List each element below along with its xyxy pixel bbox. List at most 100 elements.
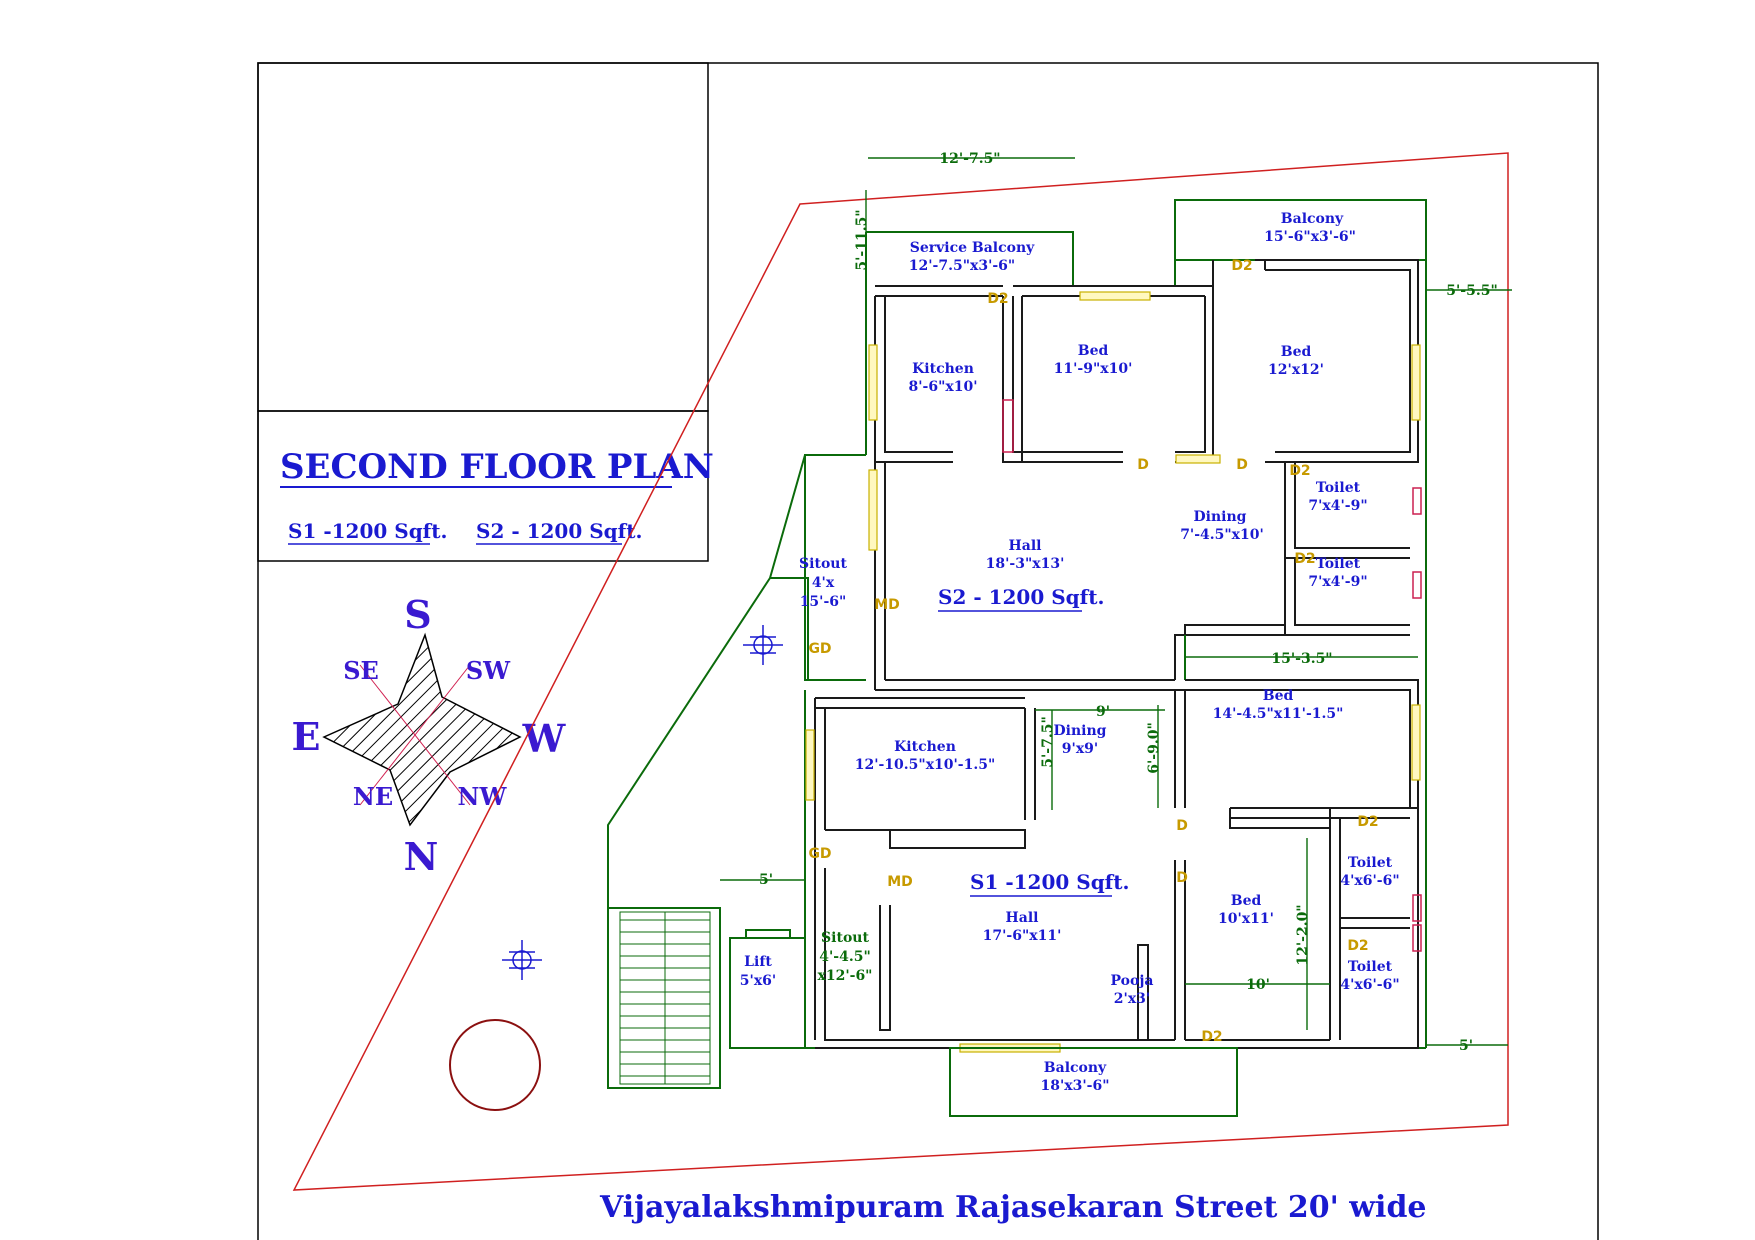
room-sitout-s2-name: Sitout xyxy=(799,556,847,572)
room-hall-s1-name: Hall xyxy=(1006,910,1039,926)
door-label-md: MD xyxy=(887,874,913,890)
compass-star-icon xyxy=(322,632,522,827)
door-label-d: D xyxy=(1236,457,1248,473)
room-dining-s1-size: 9'x9' xyxy=(1062,741,1098,757)
light-post-icon xyxy=(743,625,783,665)
compass-n: N xyxy=(404,834,439,879)
door-label-d2: D2 xyxy=(1347,938,1368,954)
window xyxy=(868,469,878,551)
compass-nw: NW xyxy=(458,782,508,811)
room-kitchen-s1-size: 12'-10.5"x10'-1.5" xyxy=(855,757,996,773)
window xyxy=(1411,704,1421,781)
s2-outer-wall xyxy=(866,231,1074,285)
room-sitout-s2-size-b: 15'-6" xyxy=(800,594,847,610)
room-bed1-s2-size: 11'-9"x10' xyxy=(1054,361,1133,377)
room-dining-s1-name: Dining xyxy=(1054,723,1107,739)
light-post-icon xyxy=(502,940,542,980)
door-label-d2: D2 xyxy=(1289,463,1310,479)
sitout-path xyxy=(770,577,809,680)
room-bed2-s1-size: 10'x11' xyxy=(1218,911,1274,927)
door-label-d2: D2 xyxy=(1357,814,1378,830)
room-toilet2-s1-size: 4'x6'-6" xyxy=(1340,977,1399,993)
compass-w: W xyxy=(522,716,567,761)
dim-bed-s1-width: 15'-3.5" xyxy=(1271,651,1332,667)
dim-lift-offset: 5' xyxy=(759,872,773,888)
room-balcony-top-name: Balcony xyxy=(1281,211,1344,227)
room-toilet2-s1-name: Toilet xyxy=(1348,959,1393,975)
door-label-d: D xyxy=(1176,818,1188,834)
s2-inner-walls xyxy=(874,259,1419,691)
room-hall-s2-name: Hall xyxy=(1009,538,1042,554)
dim-bed2-height: 12'-2.0" xyxy=(1295,904,1311,965)
room-service-balcony-size: 12'-7.5"x3'-6" xyxy=(909,258,1015,274)
dim-top-width: 12'-7.5" xyxy=(939,151,1000,167)
room-dining-s2-name: Dining xyxy=(1194,509,1247,525)
room-bed1-s1-name: Bed xyxy=(1263,688,1294,704)
room-toilet1-s1-name: Toilet xyxy=(1348,855,1393,871)
room-sitout-s1-size-b: x12'-6" xyxy=(818,968,873,984)
room-sitout-s1-name: Sitout xyxy=(821,930,869,946)
compass-se: SE xyxy=(343,656,379,685)
title-block: SECOND FLOOR PLAN S1 -1200 Sqft. S2 - 12… xyxy=(257,62,714,562)
room-sitout-s2-size-a: 4'x xyxy=(812,575,835,591)
room-toilet1-s2-name: Toilet xyxy=(1316,480,1361,496)
window xyxy=(1175,454,1221,464)
sheet-title: SECOND FLOOR PLAN xyxy=(280,447,714,487)
door-label-d: D xyxy=(1137,457,1149,473)
room-bed2-s2-name: Bed xyxy=(1281,344,1312,360)
room-service-balcony-name: Service Balcony xyxy=(910,240,1035,256)
window xyxy=(805,729,815,801)
dim-bed2-width: 10' xyxy=(1246,977,1270,993)
room-kitchen-s1-name: Kitchen xyxy=(894,739,956,755)
room-bed2-s1-name: Bed xyxy=(1231,893,1262,909)
dim-right-offset-bottom: 5' xyxy=(1459,1038,1473,1054)
room-kitchen-s2-name: Kitchen xyxy=(912,361,974,377)
ventilator xyxy=(1412,487,1422,515)
door-label-gd: GD xyxy=(808,846,831,862)
door-label-d2: D2 xyxy=(1231,258,1252,274)
s2-outer-wall xyxy=(1174,199,1427,1045)
compass-rose: S N E W SE SW NE NW xyxy=(292,592,567,879)
s2-sitout-wall xyxy=(804,454,866,681)
door-label-md: MD xyxy=(874,597,900,613)
door-label-d2: D2 xyxy=(1201,1029,1222,1045)
window xyxy=(868,344,878,421)
room-bed1-s2-name: Bed xyxy=(1078,343,1109,359)
window xyxy=(1411,344,1421,421)
dim-right-offset-top: 5'-5.5" xyxy=(1446,283,1498,299)
ventilator xyxy=(1002,399,1014,453)
room-balcony-top-size: 15'-6"x3'-6" xyxy=(1264,229,1356,245)
bottom-balcony xyxy=(949,1047,1238,1117)
room-bed1-s1-size: 14'-4.5"x11'-1.5" xyxy=(1213,706,1344,722)
area-s1-label: S1 -1200 Sqft. xyxy=(288,519,447,543)
ventilator xyxy=(1412,924,1422,952)
room-pooja-size: 2'x3' xyxy=(1114,991,1150,1007)
door-label-gd: GD xyxy=(808,641,831,657)
sheet-border xyxy=(257,62,1599,1240)
room-sitout-s1-size-a: 4'-4.5" xyxy=(819,949,871,965)
room-lift-name: Lift xyxy=(744,954,772,970)
room-toilet2-s2-name: Toilet xyxy=(1316,556,1361,572)
door-label-d2: D2 xyxy=(987,291,1008,307)
room-balcony-bottom-name: Balcony xyxy=(1044,1060,1107,1076)
title-block-bottom-box xyxy=(257,410,709,562)
site-boundary xyxy=(292,152,1509,1191)
unit-s1 xyxy=(804,635,1427,1117)
room-pooja-name: Pooja xyxy=(1111,973,1154,989)
room-toilet1-s1-size: 4'x6'-6" xyxy=(1340,873,1399,889)
compass-ne: NE xyxy=(353,782,393,811)
dim-left-offset: 5'-11.5" xyxy=(854,209,870,270)
dimensions: 12'-7.5" 5'-11.5" 5'-5.5" 15'-3.5" 9' 5'… xyxy=(720,151,1512,1054)
staircase xyxy=(607,907,721,1089)
ventilator xyxy=(1412,894,1422,922)
room-hall-s2-size: 18'-3"x13' xyxy=(986,556,1065,572)
unit-s2-label: S2 - 1200 Sqft. xyxy=(938,585,1104,609)
lift xyxy=(729,929,806,1049)
window xyxy=(1079,291,1151,301)
room-lift-size: 5'x6' xyxy=(740,973,776,989)
street-label: Vijayalakshmipuram Rajasekaran Street 20… xyxy=(599,1190,1427,1225)
room-balcony-bottom-size: 18'x3'-6" xyxy=(1041,1078,1110,1094)
title-block-top-box xyxy=(257,62,709,412)
room-hall-s1-size: 17'-6"x11' xyxy=(983,928,1062,944)
